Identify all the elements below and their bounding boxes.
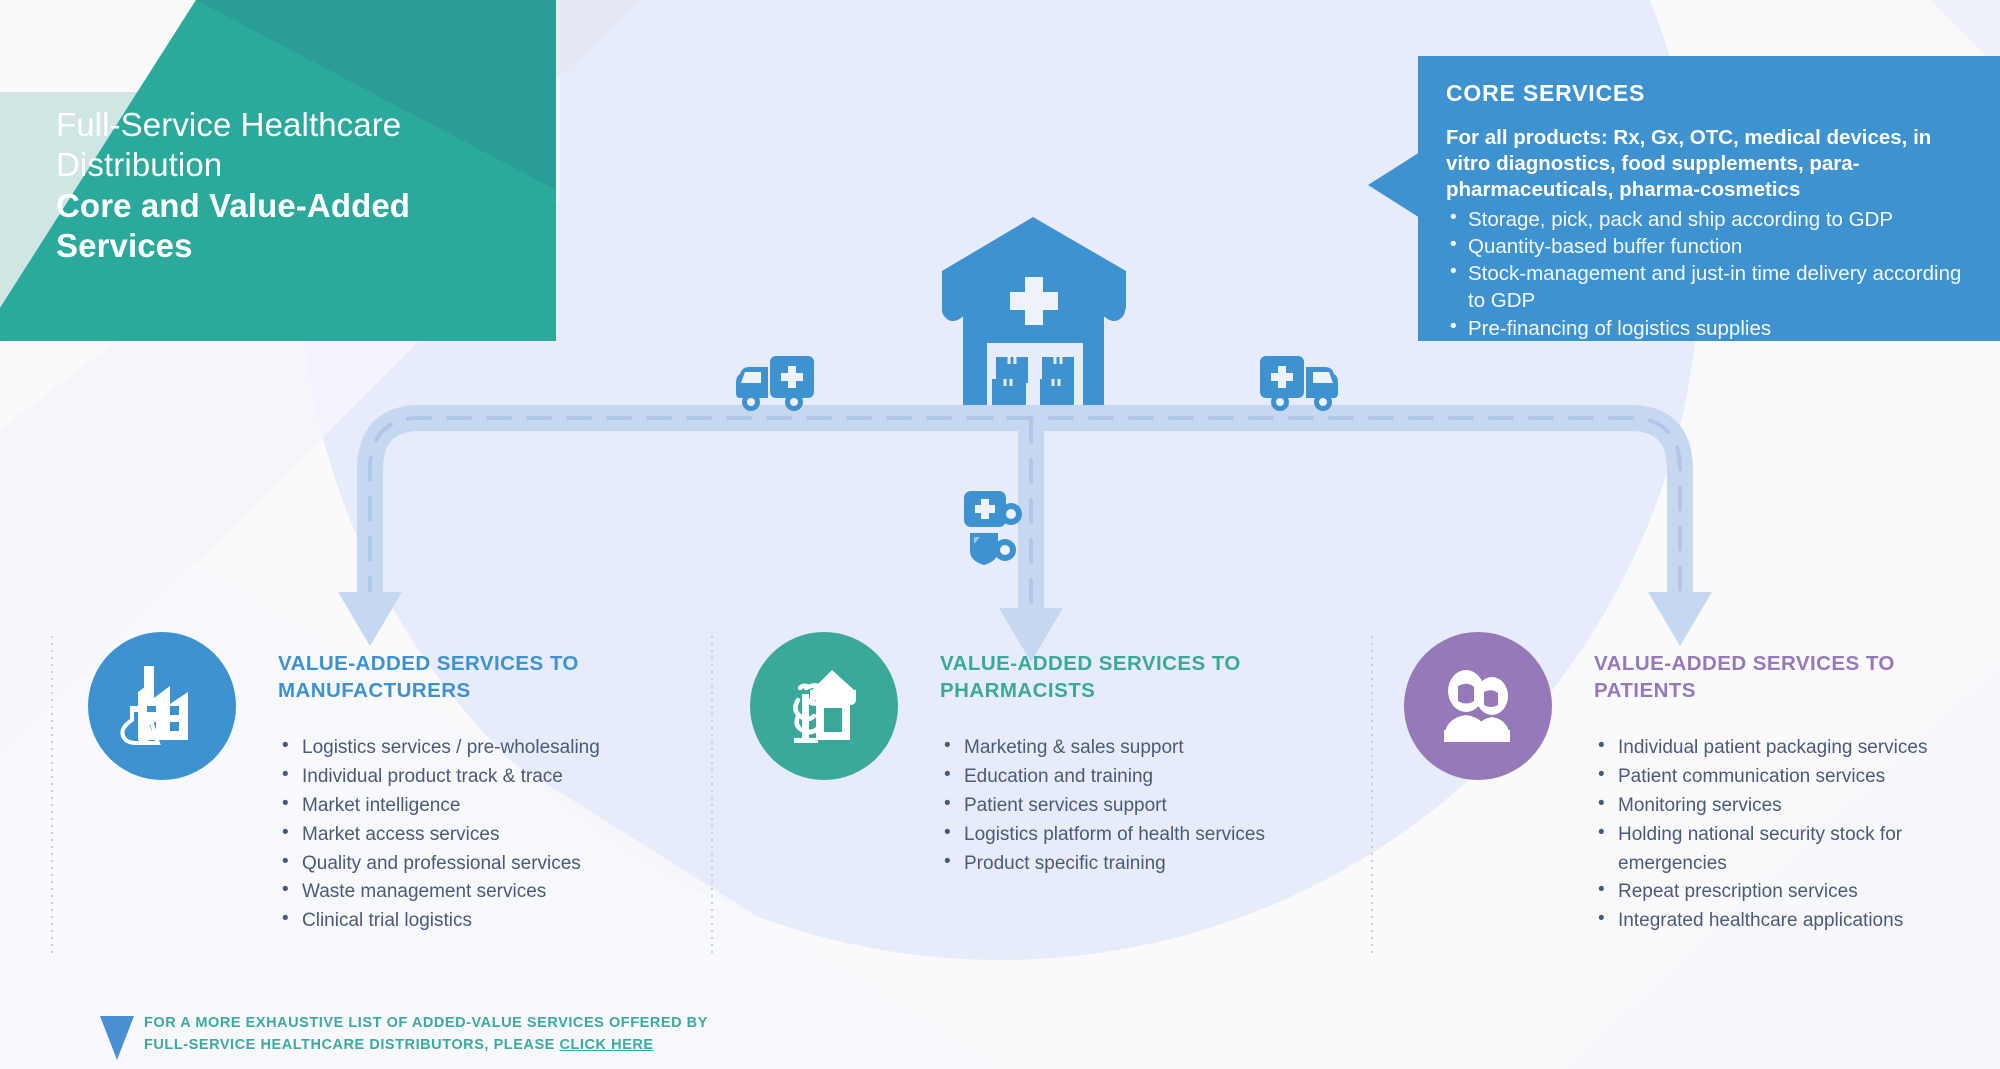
core-services-callout: CORE SERVICES For all products: Rx, Gx, … <box>1418 56 2000 341</box>
column-list: Individual patient packaging services Pa… <box>1594 732 1994 936</box>
title-line-4: Services <box>56 226 193 264</box>
pharmacy-storefront-icon-badge <box>750 632 898 780</box>
core-services-heading: CORE SERVICES <box>1446 80 1646 106</box>
core-services-intro: For all products: Rx, Gx, OTC, medical d… <box>1446 126 1932 202</box>
title-text-block: Full-Service Healthcare Distribution Cor… <box>56 105 526 266</box>
list-item: Patient services support <box>940 790 1360 821</box>
list-item: Quality and professional services <box>278 848 698 879</box>
list-item: Waste management services <box>278 876 698 907</box>
warehouse-with-cross-icon <box>941 217 1126 405</box>
column-list: Marketing & sales support Education and … <box>940 732 1360 879</box>
list-item: Logistics services / pre-wholesaling <box>278 732 698 763</box>
title-banner: Full-Service Healthcare Distribution Cor… <box>0 0 556 341</box>
column-title: VALUE-ADDED SERVICES TO MANUFACTURERS <box>278 652 579 703</box>
column-title: VALUE-ADDED SERVICES TO PHARMACISTS <box>940 652 1241 703</box>
list-item: Individual patient packaging services <box>1594 732 1994 763</box>
medical-tracking-icon <box>964 491 1022 565</box>
list-item: Logistics platform of health services <box>940 819 1360 850</box>
arrow-head-right <box>1648 592 1712 646</box>
delivery-truck-right-icon <box>1260 356 1338 411</box>
list-item: Education and training <box>940 761 1360 792</box>
callout-pointer-icon <box>1368 152 1420 218</box>
list-item: Integrated healthcare applications <box>1594 905 1994 936</box>
list-item: Holding national security stock for emer… <box>1594 819 1994 879</box>
factory-flasks-icon-badge <box>88 632 236 780</box>
two-people-icon-badge <box>1404 632 1552 780</box>
footer: FOR A MORE EXHAUSTIVE LIST OF ADDED-VALU… <box>100 1012 1000 1062</box>
footer-text: FOR A MORE EXHAUSTIVE LIST OF ADDED-VALU… <box>144 1012 708 1057</box>
two-people-icon <box>1444 670 1510 742</box>
column-title: VALUE-ADDED SERVICES TO PATIENTS <box>1594 652 1895 703</box>
list-item: Storage, pick, pack and ship according t… <box>1446 205 1974 233</box>
pharmacy-storefront-icon <box>793 670 856 743</box>
list-item: Individual product track & trace <box>278 761 698 792</box>
factory-flasks-icon <box>120 666 188 746</box>
list-item: Repeat prescription services <box>1594 876 1994 907</box>
column-body: VALUE-ADDED SERVICES TO MANUFACTURERS Lo… <box>278 650 698 936</box>
footer-line-1: FOR A MORE EXHAUSTIVE LIST OF ADDED-VALU… <box>144 1015 708 1031</box>
arrow-head-center <box>999 608 1063 662</box>
list-item: Market intelligence <box>278 790 698 821</box>
arrow-head-left <box>338 592 402 646</box>
list-item: Clinical trial logistics <box>278 905 698 936</box>
title-line-3: Core and Value-Added <box>56 186 411 224</box>
triangle-down-icon <box>100 1016 134 1060</box>
column-list: Logistics services / pre-wholesaling Ind… <box>278 732 698 936</box>
list-item: Stock-management and just-in time delive… <box>1446 259 1974 315</box>
title-line-2: Distribution <box>56 146 223 184</box>
list-item: Product specific training <box>940 848 1360 879</box>
title-line-1: Full-Service Healthcare <box>56 106 402 143</box>
list-item: Monitoring services <box>1594 790 1994 821</box>
footer-line-2-prefix: FULL-SERVICE HEALTHCARE DISTRIBUTORS, PL… <box>144 1037 560 1054</box>
list-item: Quantity-based buffer function <box>1446 232 1974 260</box>
core-services-list: Storage, pick, pack and ship according t… <box>1446 205 1974 342</box>
list-item: Pre-financing of logistics supplies <box>1446 314 1974 342</box>
list-item: Patient communication services <box>1594 761 1994 792</box>
click-here-link[interactable]: CLICK HERE <box>559 1037 654 1054</box>
column-body: VALUE-ADDED SERVICES TO PHARMACISTS Mark… <box>940 650 1360 878</box>
list-item: Marketing & sales support <box>940 732 1360 763</box>
column-body: VALUE-ADDED SERVICES TO PATIENTS Individ… <box>1594 650 1994 936</box>
list-item: Market access services <box>278 819 698 850</box>
delivery-truck-left-icon <box>736 356 814 411</box>
